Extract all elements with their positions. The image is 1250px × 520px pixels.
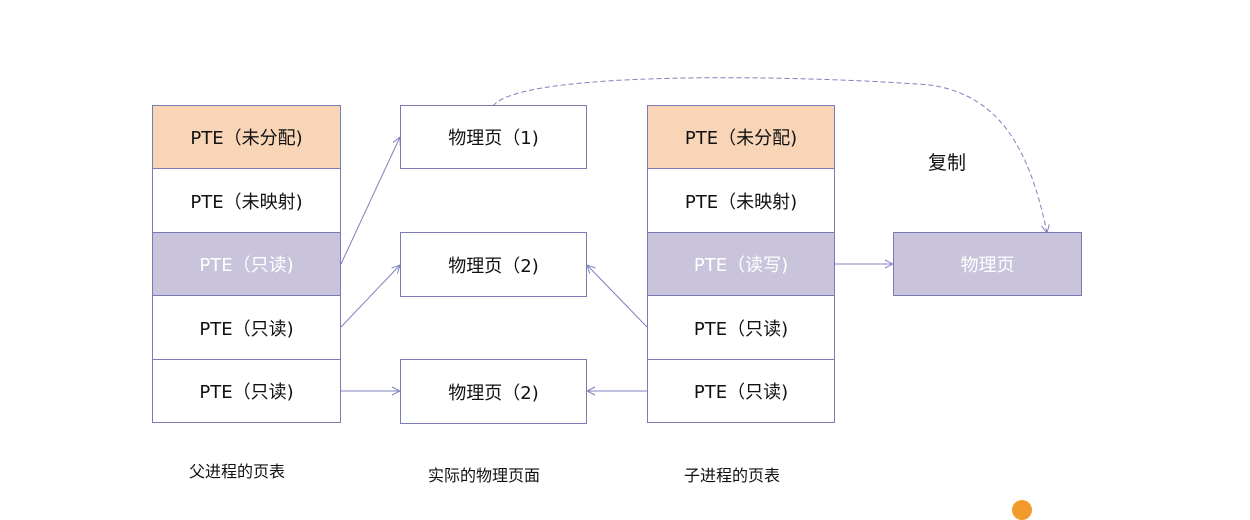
child-pte-row-5-label: PTE（只读): [693, 382, 789, 403]
floating-dot-icon: [1012, 500, 1032, 520]
child-pte-row-1: PTE（未分配): [647, 105, 835, 169]
connector-layer: [340, 77, 1250, 506]
copied-physical-page-label: 物理页: [960, 255, 1015, 276]
parent-pte-row-4: PTE（只读): [152, 295, 341, 360]
child-pte-row-5: PTE（只读): [647, 359, 835, 423]
physical-page-3-label: 物理页（2): [448, 382, 539, 404]
parent-pte-row-1-label: PTE（未分配): [190, 128, 303, 149]
physical-page-3: 物理页（2): [400, 359, 587, 424]
parent-pte-row-3: PTE（只读): [152, 232, 341, 296]
child-pte-row-3-label: PTE（读写): [693, 255, 789, 276]
child-pte-row-2: PTE（未映射): [647, 168, 835, 233]
physical-page-2-label: 物理页（2): [448, 255, 539, 277]
physical-page-2: 物理页（2): [400, 232, 587, 297]
parent-pte-row-5: PTE（只读): [152, 359, 341, 423]
copied-physical-page: 物理页: [893, 232, 1082, 296]
parent-pte-row-2: PTE（未映射): [152, 168, 341, 233]
child-pte-row-3: PTE（读写): [647, 232, 835, 296]
physical-pages-caption: 实际的物理页面: [428, 466, 541, 485]
parent-pte-row-3-label: PTE（只读): [199, 255, 294, 276]
child-table-caption: 子进程的页表: [684, 466, 781, 485]
physical-page-1: 物理页（1): [400, 105, 587, 169]
parent-pte-row-1: PTE（未分配): [152, 105, 341, 169]
parent-pte-row-2-label: PTE（未映射): [190, 191, 303, 213]
arrow-parent-row3-to-page1: [340, 137, 400, 265]
parent-pte-row-4-label: PTE（只读): [199, 318, 294, 340]
arrow-child-row4-to-page2: [587, 265, 648, 328]
copy-label: 复制: [928, 152, 967, 174]
arrow-parent-row4-to-page2: [340, 265, 400, 328]
child-pte-row-2-label: PTE（未映射): [684, 191, 798, 213]
parent-pte-row-5-label: PTE（只读): [199, 382, 294, 403]
child-pte-row-4-label: PTE（只读): [693, 318, 789, 340]
physical-page-1-label: 物理页（1): [448, 128, 539, 149]
child-pte-row-4: PTE（只读): [647, 295, 835, 360]
parent-table-caption: 父进程的页表: [189, 462, 286, 481]
child-pte-row-1-label: PTE（未分配): [684, 128, 798, 149]
